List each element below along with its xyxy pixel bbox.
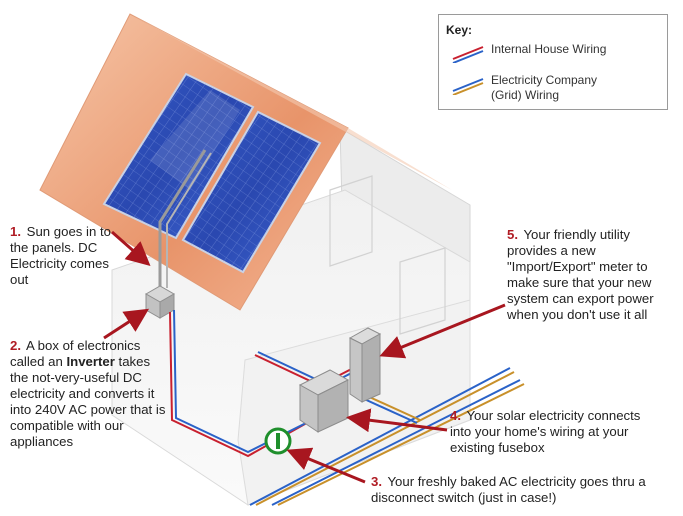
window-right [399,247,446,335]
callout-4-text: Your solar electricity connects into you… [450,408,641,455]
disconnect-switch [264,427,292,455]
arrow-1 [111,230,151,266]
grid-wiring [249,367,525,506]
callout-3: 3. Your freshly baked AC electricity goe… [371,474,661,506]
callout-2-number: 2. [10,338,21,353]
callout-3-number: 3. [371,474,382,489]
callout-1-text: Sun goes in to the panels. DC Electricit… [10,224,111,287]
callout-5: 5. Your friendly utility provides a new … [507,227,677,323]
callout-4-number: 4. [450,408,461,423]
internal-wiring-swatch [452,46,484,63]
fusebox [298,369,350,433]
legend-item-internal: Internal House Wiring [491,42,607,56]
callout-5-number: 5. [507,227,518,242]
inverter-box [144,285,176,319]
solar-panels [102,72,322,274]
panel-conduit [158,149,207,288]
legend-key: Key: Internal House Wiring Electricity C… [438,14,668,110]
arrow-2 [103,308,150,340]
callout-2-text-before: A box of electronics called an [10,338,141,369]
roof-edge [130,14,452,190]
callout-5-text: Your friendly utility provides a new "Im… [507,227,654,322]
callout-1: 1. Sun goes in to the panels. DC Electri… [10,224,122,288]
import-export-meter [348,327,382,403]
callout-3-text: Your freshly baked AC electricity goes t… [371,474,646,505]
legend-title: Key: [446,23,473,37]
arrow-3 [286,447,366,484]
callout-4: 4. Your solar electricity connects into … [450,408,646,456]
callout-2: 2. A box of electronics called an Invert… [10,338,172,450]
grid-wiring-swatch [452,78,484,95]
window-upper [329,175,373,267]
callout-2-bold: Inverter [66,354,115,369]
legend-item-grid: Electricity Company (Grid) Wiring [491,73,598,102]
arrow-5 [379,303,506,359]
arrow-4 [346,408,448,433]
callout-1-number: 1. [10,224,21,239]
callout-2-text-after: takes the not-very-useful DC electricity… [10,354,166,449]
callout-arrows [103,230,506,484]
